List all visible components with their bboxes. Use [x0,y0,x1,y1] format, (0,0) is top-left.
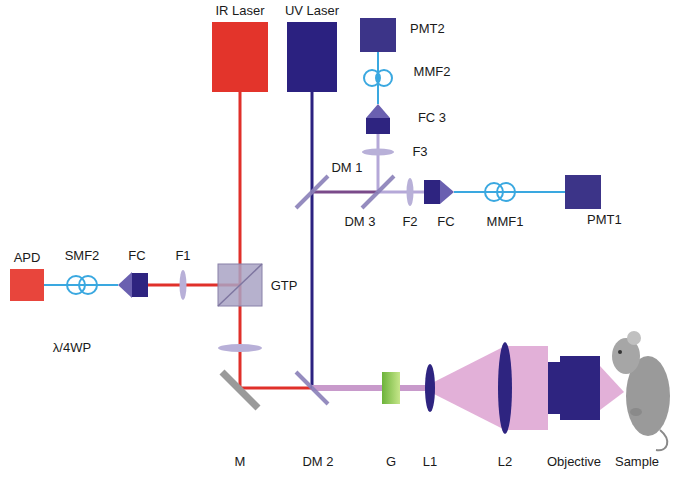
part-label: Objective [546,455,602,470]
component-label: IR Laser [215,4,264,19]
optics-part [218,344,262,352]
optics-part [377,134,380,192]
photomultiplier: PMT2 [360,18,445,52]
optics-part [600,366,624,410]
optics-part [497,183,515,201]
photomultiplier: PMT1 [565,175,622,228]
part-label: L2 [497,455,513,470]
optics-part [312,385,430,391]
optics-part [618,350,622,354]
part-label: FC 3 [417,111,447,126]
optics-part [218,264,262,306]
part-label: G [385,455,397,470]
optics-part [222,372,258,408]
optics-part [627,331,641,345]
part-label: DM 1 [330,161,363,176]
part-label: FC [127,249,146,264]
optics-part [366,118,390,134]
optics-part [407,178,414,206]
optics-part [366,104,390,118]
component-body [10,269,44,301]
part-label: F3 [411,145,428,160]
optics-part [44,284,118,286]
combined-beam [312,346,624,430]
component-body [360,18,396,52]
photodiode-detector: APD [10,251,44,301]
part-label: MMF1 [486,215,525,230]
component-label: PMT2 [410,22,445,37]
optics-part [312,191,378,194]
optics-part [311,92,314,388]
optics-part [239,92,242,388]
fiber-coupler [118,104,454,298]
optics-part [240,387,312,390]
optics-part [218,264,262,306]
optics-part [378,191,424,194]
component-label: PMT1 [587,213,622,228]
optics-part [377,52,379,104]
uv-laser: UV Laser [285,4,339,92]
optics-part [498,342,512,434]
mouse-sample [612,331,670,450]
optics-part [630,408,642,416]
component-label: APD [14,251,41,266]
optics-part [362,176,394,208]
part-label: L1 [422,455,438,470]
part-label: M [234,455,247,470]
ir-beam [148,92,312,388]
optics-part [440,180,454,204]
uv-beam [312,92,313,388]
part-label: F1 [174,249,191,264]
optics-part [382,372,400,404]
optics-part [180,270,187,300]
optics-part [132,273,148,297]
ir-laser: IR Laser [212,4,268,92]
part-label: DM 2 [301,455,334,470]
component-body [565,175,601,209]
optics-part [548,356,600,420]
optics-part [425,364,435,412]
part-label: λ/4WP [52,341,92,356]
component-body [287,22,337,92]
part-label: GTP [270,279,299,294]
part-label: Sample [614,455,660,470]
optics-part [656,430,667,450]
optics-part [296,372,328,404]
optics-part [454,191,565,193]
filter [180,149,414,353]
optics-part [424,180,440,204]
optics-part [79,276,97,294]
part-label: DM 3 [343,215,376,230]
emission-beam [312,134,424,192]
optics-part [430,346,505,430]
optics-part [118,272,132,298]
part-label: F2 [401,215,418,230]
part-label: MMF2 [413,65,452,80]
optics-part [296,176,328,208]
component-body [212,22,268,92]
component-label: UV Laser [285,4,339,19]
mirror [222,372,258,408]
part-label: FC [436,215,455,230]
lens-train [382,342,600,434]
prism-cube [218,264,262,306]
optics-part [376,70,392,86]
part-label: SMF2 [64,249,101,264]
optics-part [362,149,394,156]
dichroic-mirror [296,176,394,404]
